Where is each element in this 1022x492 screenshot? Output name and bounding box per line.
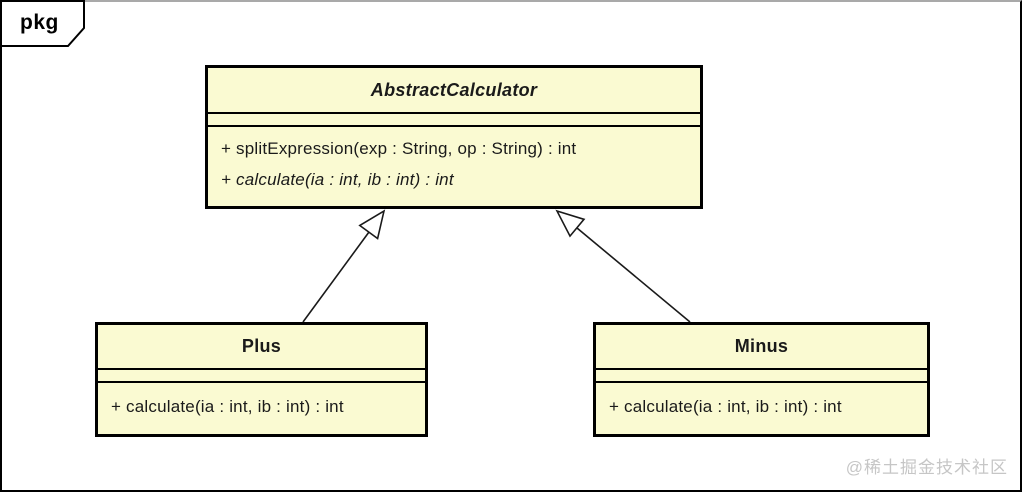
method-calculate-abstract: + calculate(ia : int, ib : int) : int bbox=[221, 170, 454, 189]
hollow-triangle-arrowhead bbox=[555, 209, 586, 238]
package-label: pkg bbox=[20, 11, 59, 34]
class-abstractcalculator: AbstractCalculator + splitExpression(exp… bbox=[205, 65, 703, 209]
method-splitexpression: + splitExpression(exp : String, op : Str… bbox=[221, 139, 577, 158]
class-plus: Plus + calculate(ia : int, ib : int) : i… bbox=[95, 322, 428, 437]
watermark-text: @稀土掘金技术社区 bbox=[845, 458, 1008, 477]
attributes-compartment bbox=[98, 368, 425, 383]
generalization-plus-to-abstractcalculator bbox=[302, 209, 386, 323]
hollow-triangle-arrowhead bbox=[358, 209, 386, 240]
methods-compartment: + calculate(ia : int, ib : int) : int bbox=[596, 383, 927, 422]
class-minus: Minus + calculate(ia : int, ib : int) : … bbox=[593, 322, 930, 437]
methods-compartment: + calculate(ia : int, ib : int) : int bbox=[98, 383, 425, 422]
class-name: Minus bbox=[734, 336, 789, 356]
method-calculate: + calculate(ia : int, ib : int) : int bbox=[609, 397, 842, 416]
attributes-compartment bbox=[208, 112, 700, 127]
methods-compartment: + splitExpression(exp : String, op : Str… bbox=[208, 127, 700, 195]
class-name: AbstractCalculator bbox=[370, 79, 538, 100]
attributes-compartment bbox=[596, 368, 927, 383]
class-name: Plus bbox=[241, 336, 282, 356]
method-calculate: + calculate(ia : int, ib : int) : int bbox=[111, 397, 344, 416]
generalization-minus-to-abstractcalculator bbox=[555, 209, 691, 323]
